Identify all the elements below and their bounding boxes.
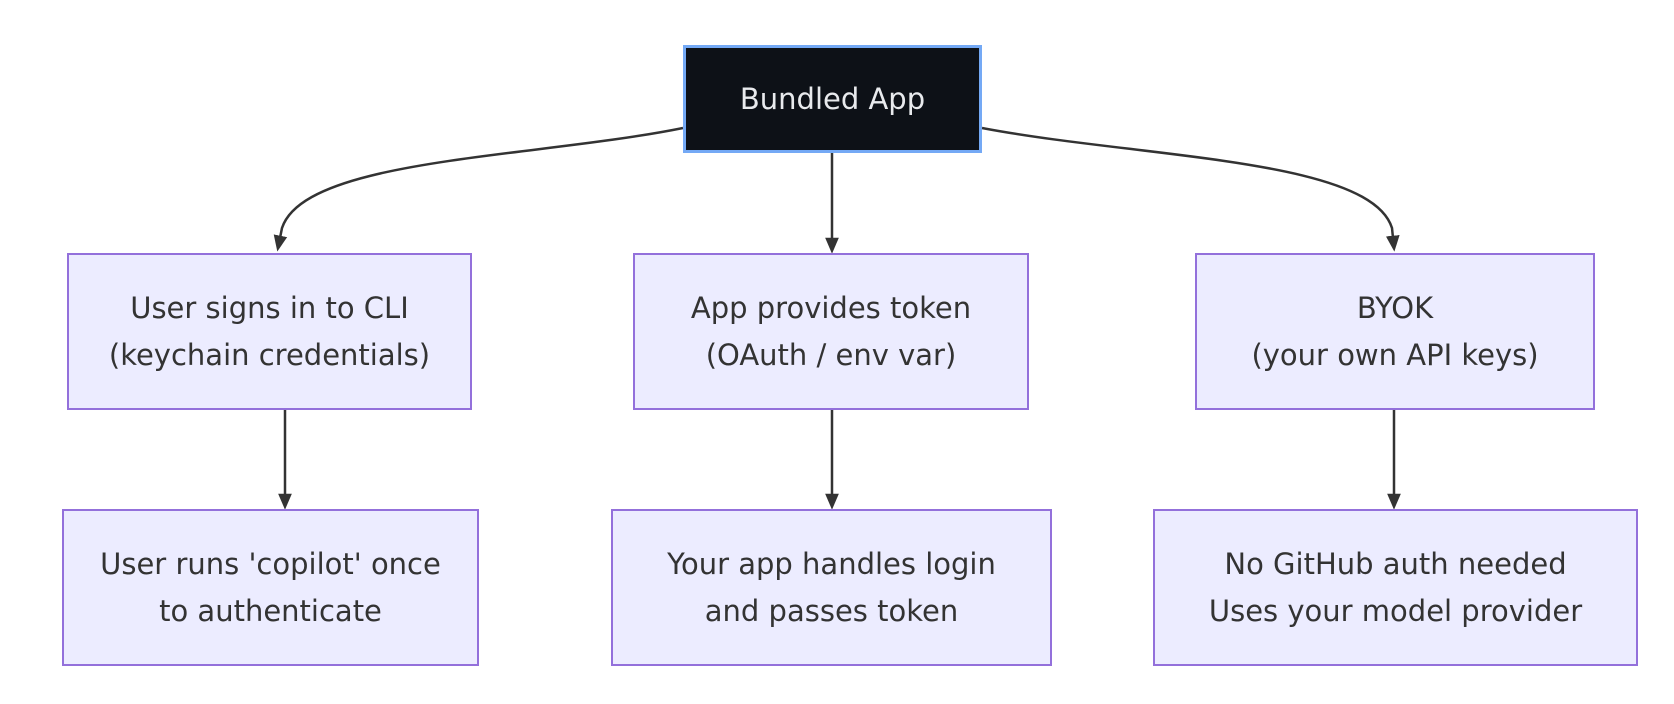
node-app-provides-token: App provides token (OAuth / env var): [633, 253, 1029, 410]
node-line: App provides token: [690, 290, 972, 325]
node-line: User runs 'copilot' once: [100, 546, 441, 581]
edge-root-to-byok: [981, 126, 1400, 252]
node-line: Your app handles login: [667, 546, 996, 581]
node-your-app-handles-login: Your app handles login and passes token: [611, 509, 1052, 666]
node-user-signs-in-to-cli: User signs in to CLI (keychain credentia…: [67, 253, 472, 410]
node-line: BYOK: [1356, 290, 1434, 325]
node-line: (OAuth / env var): [705, 337, 957, 372]
node-bundled-app: Bundled App: [683, 45, 982, 153]
node-line: No GitHub auth needed: [1224, 546, 1567, 581]
node-line: Uses your model provider: [1208, 593, 1583, 628]
node-byok: BYOK (your own API keys): [1195, 253, 1595, 410]
edge-root-to-cli-signin: [273, 126, 684, 252]
node-line: User signs in to CLI: [130, 290, 409, 325]
node-bundled-app-label: Bundled App: [739, 81, 926, 116]
node-user-runs-copilot-once: User runs 'copilot' once to authenticate: [62, 509, 479, 666]
node-line: and passes token: [704, 593, 959, 628]
node-line: (your own API keys): [1251, 337, 1539, 372]
node-line: (keychain credentials): [108, 337, 431, 372]
node-no-github-auth-needed: No GitHub auth needed Uses your model pr…: [1153, 509, 1638, 666]
node-line: to authenticate: [159, 593, 382, 628]
